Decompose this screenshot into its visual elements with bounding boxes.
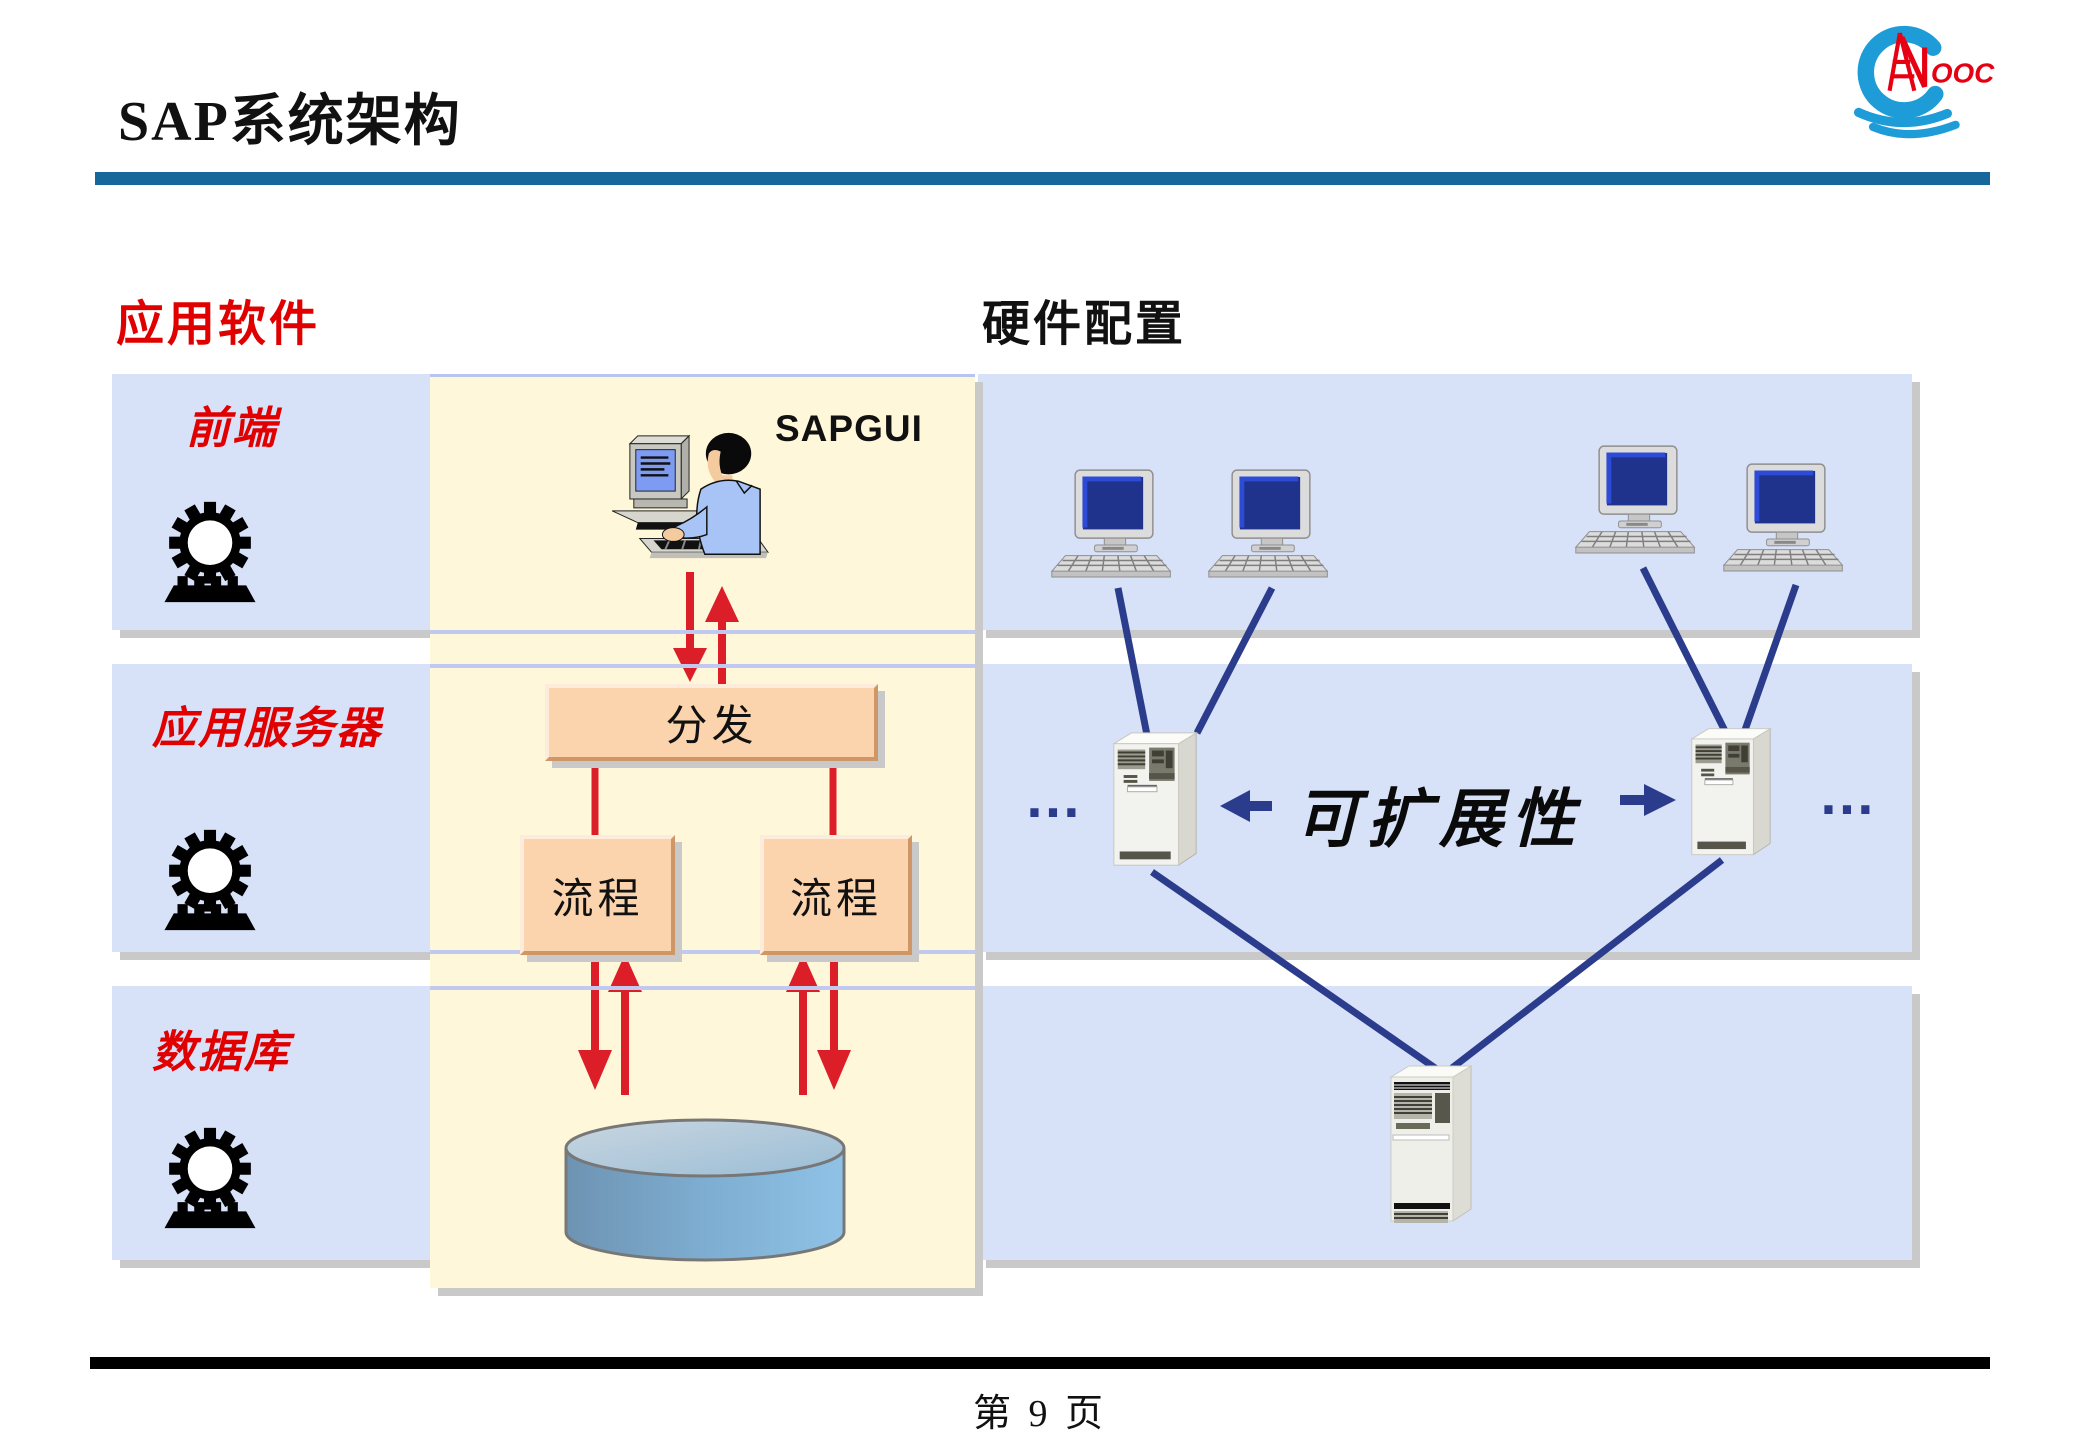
database-label-panel: [112, 986, 430, 1260]
person-terminal-icon: [611, 432, 769, 559]
network-connection-lines: [1114, 566, 1800, 1073]
logo-text: OOC: [1931, 58, 1995, 89]
app-server-icon: [1682, 724, 1780, 864]
layer-label-frontend: 前端: [186, 404, 278, 453]
ellipsis-left: …: [1024, 765, 1090, 830]
dispatch-box: 分发: [545, 684, 878, 761]
row-separator-line: [430, 664, 975, 668]
red-data-flow-arrows: [578, 572, 851, 1095]
process-box-right: 流程: [760, 835, 912, 955]
layer-label-database: 数据库: [152, 1028, 290, 1077]
gear-icon: [158, 500, 262, 604]
row-separator-line: [430, 950, 975, 954]
scalability-arrows: [1220, 784, 1676, 822]
gear-icon: [158, 828, 262, 932]
page-number: 第 9 页: [972, 1393, 1107, 1435]
desktop-computer-icon: [1570, 444, 1706, 561]
scalability-label: 可扩展性: [1295, 784, 1583, 855]
desktop-computer-icon: [1718, 462, 1854, 579]
gear-icon: [158, 1126, 262, 1230]
desktop-computer-icon: [1203, 468, 1339, 585]
frontend-label-panel: [112, 374, 430, 630]
header-rule: [95, 172, 1990, 185]
layer-label-appserver: 应用服务器: [152, 704, 382, 753]
row-separator-line: [430, 986, 975, 990]
row-separator-line: [430, 630, 975, 634]
app-server-icon: [1106, 728, 1204, 875]
desktop-computer-icon: [1046, 468, 1182, 585]
appserver-label-panel: [112, 664, 430, 952]
sapgui-label: SAPGUI: [775, 408, 923, 449]
hardware-heading: 硬件配置: [982, 298, 1187, 351]
page-title: SAP系统架构: [118, 91, 462, 153]
derrick-icon: [1887, 32, 1928, 92]
process-box-left: 流程: [520, 835, 675, 955]
database-server-icon: [1385, 1062, 1480, 1234]
cnooc-logo: OOC: [1853, 25, 1995, 139]
software-heading: 应用软件: [116, 298, 321, 351]
database-cylinder-icon: [564, 1118, 846, 1262]
ellipsis-right: …: [1818, 762, 1884, 827]
footer-rule: [90, 1357, 1990, 1369]
